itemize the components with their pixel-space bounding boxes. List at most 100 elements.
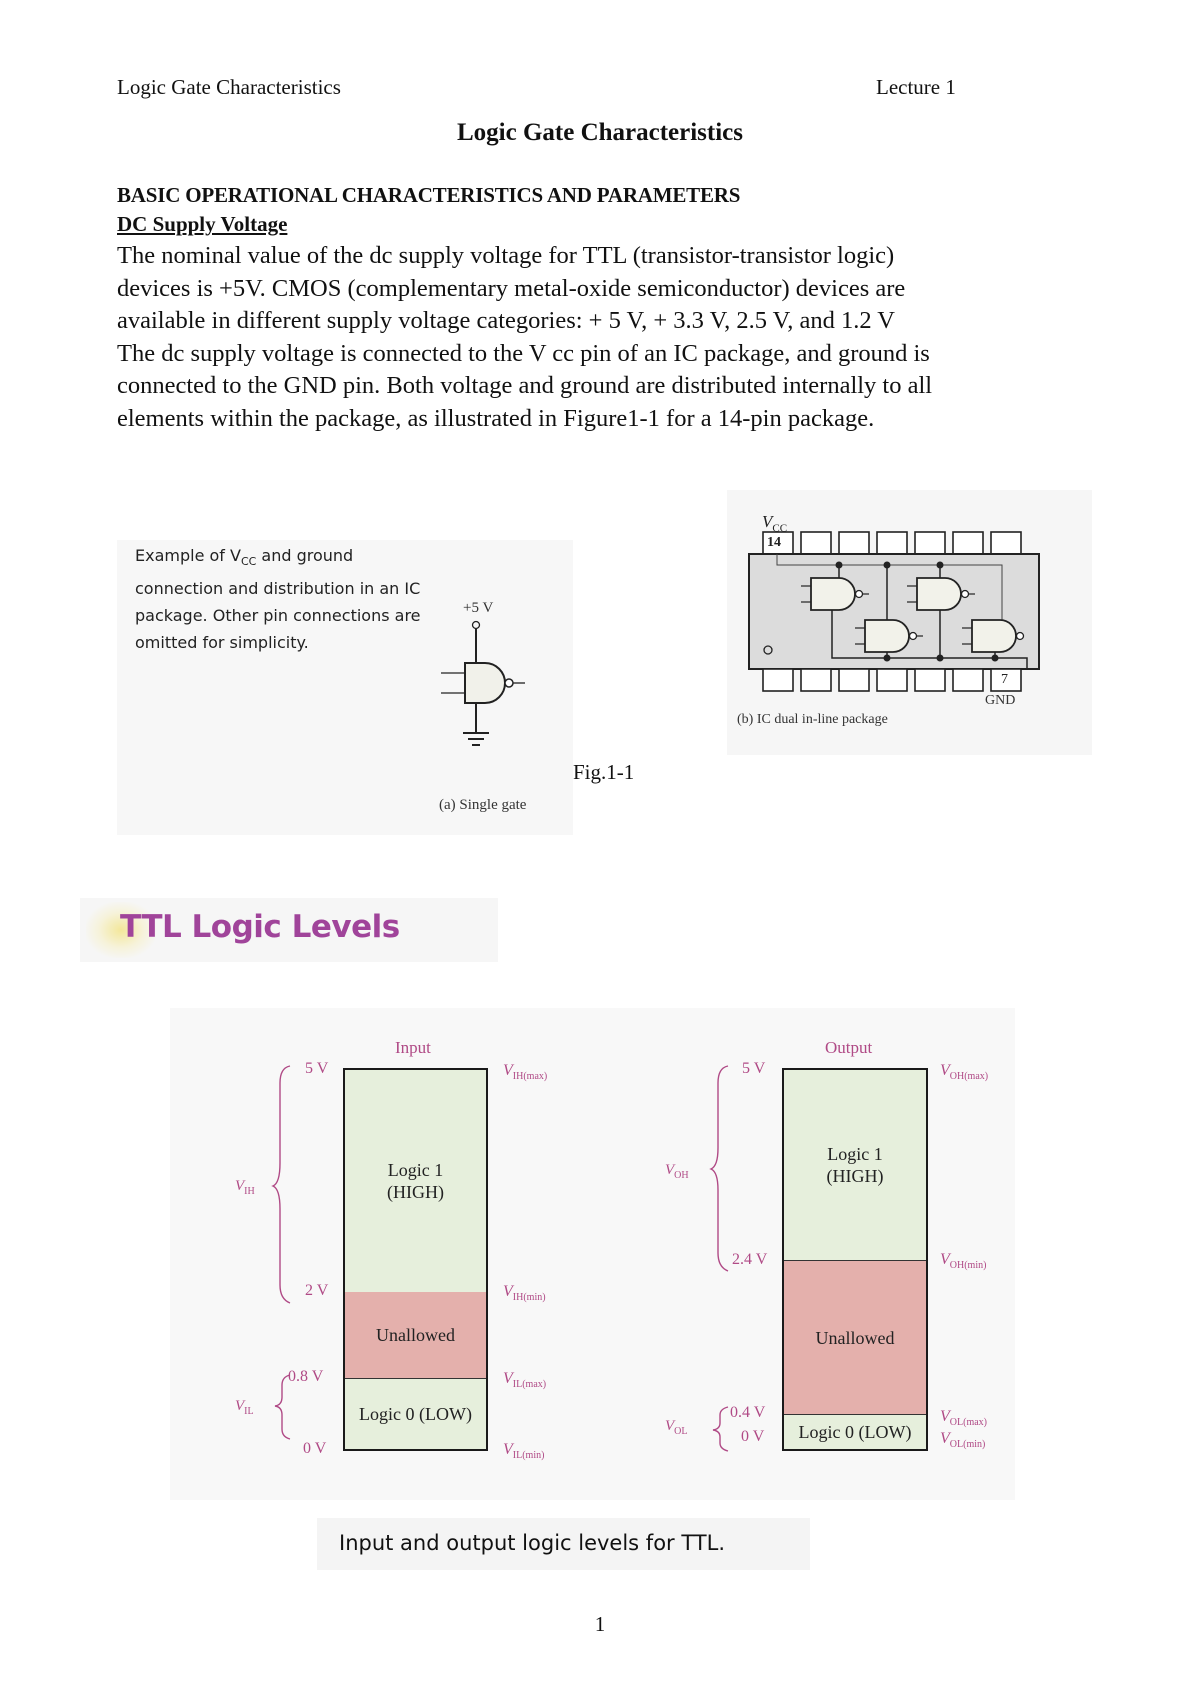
output-tick-2.4v: 2.4 V bbox=[732, 1251, 768, 1268]
input-level-bar: Logic 1 (HIGH) Unallowed Logic 0 (LOW) bbox=[343, 1068, 488, 1451]
body-paragraph: The nominal value of the dc supply volta… bbox=[117, 240, 1077, 436]
label-main: V bbox=[665, 1162, 675, 1178]
desc-text: Example of V bbox=[135, 546, 241, 565]
output-vol-max-label: VOL(max) bbox=[940, 1408, 987, 1428]
label-main: V bbox=[235, 1398, 245, 1414]
label-sub: IH bbox=[244, 1186, 255, 1197]
input-logic1-zone: Logic 1 (HIGH) bbox=[345, 1070, 486, 1292]
ttl-logic-levels-diagram: Input Logic 1 (HIGH) Unallowed Logic 0 (… bbox=[170, 1008, 1015, 1500]
paragraph-line: The dc supply voltage is connected to th… bbox=[117, 339, 930, 367]
figure-ic-package: VCC bbox=[727, 490, 1092, 755]
page-number: 1 bbox=[594, 1612, 606, 1636]
zone-label: (HIGH) bbox=[387, 1182, 444, 1202]
paragraph-line: available in different supply voltage ca… bbox=[117, 307, 895, 335]
desc-line: omitted for simplicity. bbox=[135, 633, 309, 653]
output-logic0-zone: Logic 0 (LOW) bbox=[784, 1414, 926, 1449]
label-main: V bbox=[940, 1251, 950, 1268]
zone-label: Logic 0 (LOW) bbox=[359, 1404, 472, 1424]
output-tick-5v: 5 V bbox=[742, 1060, 766, 1077]
pin-7-label: 7 bbox=[1001, 672, 1008, 687]
input-vil-label: VIL bbox=[235, 1398, 254, 1417]
figure-a-caption: (a) Single gate bbox=[439, 797, 527, 813]
figure-single-gate: Example of VCC and ground connection and… bbox=[117, 540, 573, 835]
input-vil-min-label: VIL(min) bbox=[503, 1441, 544, 1461]
pin-14-label: 14 bbox=[767, 535, 781, 550]
input-tick-0.8v: 0.8 V bbox=[288, 1368, 324, 1385]
zone-label: Logic 1 bbox=[827, 1144, 883, 1164]
page-title: Logic Gate Characteristics bbox=[456, 119, 744, 146]
output-panel-title: Output bbox=[825, 1038, 873, 1057]
output-unallowed-zone: Unallowed bbox=[784, 1261, 926, 1414]
label-sub: IL bbox=[244, 1406, 254, 1417]
input-tick-2v: 2 V bbox=[305, 1282, 329, 1299]
section-heading: BASIC OPERATIONAL CHARACTERISTICS AND PA… bbox=[117, 183, 741, 207]
zone-label: Logic 1 bbox=[387, 1160, 444, 1180]
zone-label: Unallowed bbox=[815, 1327, 895, 1348]
input-logic0-zone: Logic 0 (LOW) bbox=[345, 1378, 486, 1449]
output-logic1-zone: Logic 1 (HIGH) bbox=[784, 1070, 926, 1261]
label-sub: OH bbox=[674, 1170, 689, 1181]
input-vih-min-label: VIH(min) bbox=[503, 1283, 546, 1303]
label-main: V bbox=[503, 1441, 513, 1458]
label-main: V bbox=[503, 1062, 513, 1079]
input-unallowed-zone: Unallowed bbox=[345, 1292, 486, 1378]
output-voh-min-label: VOH(min) bbox=[940, 1251, 986, 1271]
nand-gate-icon bbox=[441, 620, 525, 746]
heading-highlight bbox=[86, 902, 156, 958]
output-voh-max-label: VOH(max) bbox=[940, 1062, 988, 1082]
input-tick-0v: 0 V bbox=[303, 1440, 327, 1457]
supply-label: +5 V bbox=[463, 600, 494, 616]
input-vil-max-label: VIL(max) bbox=[503, 1370, 546, 1390]
zone-label: Unallowed bbox=[376, 1325, 455, 1345]
zone-label: (HIGH) bbox=[826, 1166, 884, 1186]
desc-text: and ground bbox=[256, 546, 354, 565]
input-vih-label: VIH bbox=[235, 1178, 255, 1197]
ttl-heading-banner: TTL Logic Levels bbox=[80, 898, 498, 962]
ttl-heading: TTL Logic Levels bbox=[120, 909, 400, 945]
desc-line: connection and distribution in an IC bbox=[135, 579, 421, 599]
figure-label: Fig.1-1 bbox=[573, 760, 635, 784]
label-sub: IL(max) bbox=[512, 1379, 547, 1391]
figure-b-caption: (b) IC dual in-line package bbox=[737, 712, 888, 727]
label-main: V bbox=[940, 1062, 950, 1079]
ttl-caption: Input and output logic levels for TTL. bbox=[339, 1531, 726, 1555]
input-tick-5v: 5 V bbox=[305, 1060, 329, 1077]
label-sub: OL(max) bbox=[949, 1417, 987, 1429]
running-header-lecture: Lecture 1 bbox=[876, 75, 956, 99]
label-main: V bbox=[503, 1370, 513, 1387]
paragraph-line: devices is +5V. CMOS (complementary meta… bbox=[117, 274, 906, 302]
input-vih-max-label: VIH(max) bbox=[503, 1062, 547, 1082]
paragraph-line: The nominal value of the dc supply volta… bbox=[117, 242, 895, 269]
output-tick-0.4v: 0.4 V bbox=[730, 1404, 766, 1421]
vcc-main: V bbox=[762, 512, 773, 531]
label-main: V bbox=[940, 1408, 950, 1425]
desc-line: package. Other pin connections are bbox=[135, 606, 421, 626]
output-level-bar: Logic 1 (HIGH) Unallowed Logic 0 (LOW) bbox=[782, 1068, 928, 1451]
label-main: V bbox=[665, 1418, 675, 1434]
label-main: V bbox=[503, 1283, 513, 1300]
label-sub: IL(min) bbox=[512, 1450, 545, 1462]
label-sub: OL bbox=[674, 1426, 688, 1437]
desc-sub: CC bbox=[240, 555, 257, 569]
label-main: V bbox=[940, 1430, 950, 1447]
paragraph-line: connected to the GND pin. Both voltage a… bbox=[117, 372, 933, 400]
output-tick-0v: 0 V bbox=[741, 1428, 765, 1445]
zone-label: Logic 0 (LOW) bbox=[798, 1422, 912, 1442]
output-voh-label: VOH bbox=[665, 1162, 689, 1181]
label-sub: OH(max) bbox=[949, 1071, 989, 1083]
input-brace-icon bbox=[271, 1065, 291, 1440]
label-sub: OL(min) bbox=[949, 1439, 986, 1451]
gnd-label: GND bbox=[985, 693, 1016, 708]
label-sub: OH(min) bbox=[949, 1260, 987, 1272]
label-sub: IH(max) bbox=[512, 1071, 548, 1083]
ic-dip-diagram-icon bbox=[748, 531, 1040, 692]
input-panel-title: Input bbox=[395, 1038, 431, 1057]
subsection-heading: DC Supply Voltage bbox=[117, 212, 288, 236]
label-main: V bbox=[235, 1178, 245, 1194]
figure-a-description: Example of VCC and ground connection and… bbox=[135, 542, 435, 656]
output-brace-icon bbox=[709, 1065, 729, 1452]
label-sub: IH(min) bbox=[512, 1292, 546, 1304]
running-header-title: Logic Gate Characteristics bbox=[117, 75, 341, 99]
ttl-caption-box: Input and output logic levels for TTL. bbox=[317, 1518, 810, 1570]
paragraph-line: elements within the package, as illustra… bbox=[117, 404, 875, 432]
